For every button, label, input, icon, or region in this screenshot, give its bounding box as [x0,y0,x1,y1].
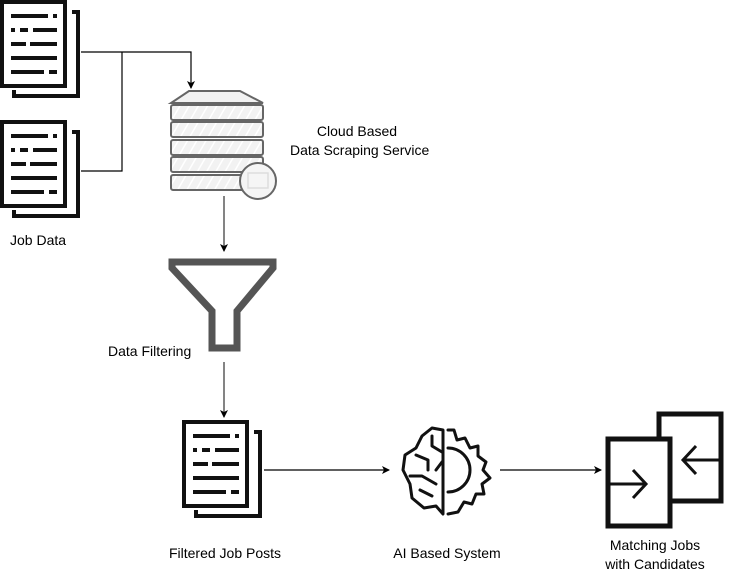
job-data-label: Job Data [10,232,67,248]
funnel-icon [168,258,277,352]
matching-label-line1: Matching Jobs [609,537,701,553]
filtered-posts-label: Filtered Job Posts [168,545,282,561]
server-database-icon [167,90,277,200]
job-document-icon-2 [0,120,80,218]
job-document-icon-1 [0,0,80,98]
scraping-label-line2: Data Scraping Service [290,142,430,158]
ai-system-label: AI Based System [393,545,501,561]
brain-gear-icon [401,426,492,516]
edge-jobdata2-merge [81,52,123,172]
matching-label-line2: with Candidates [605,556,705,572]
filtered-document-icon [182,420,262,518]
scraping-label-line1: Cloud Based [316,123,398,139]
exchange-arrows-icon [605,411,724,529]
filtering-label: Data Filtering [108,343,192,359]
edge-jobdata-scraping [81,51,195,89]
